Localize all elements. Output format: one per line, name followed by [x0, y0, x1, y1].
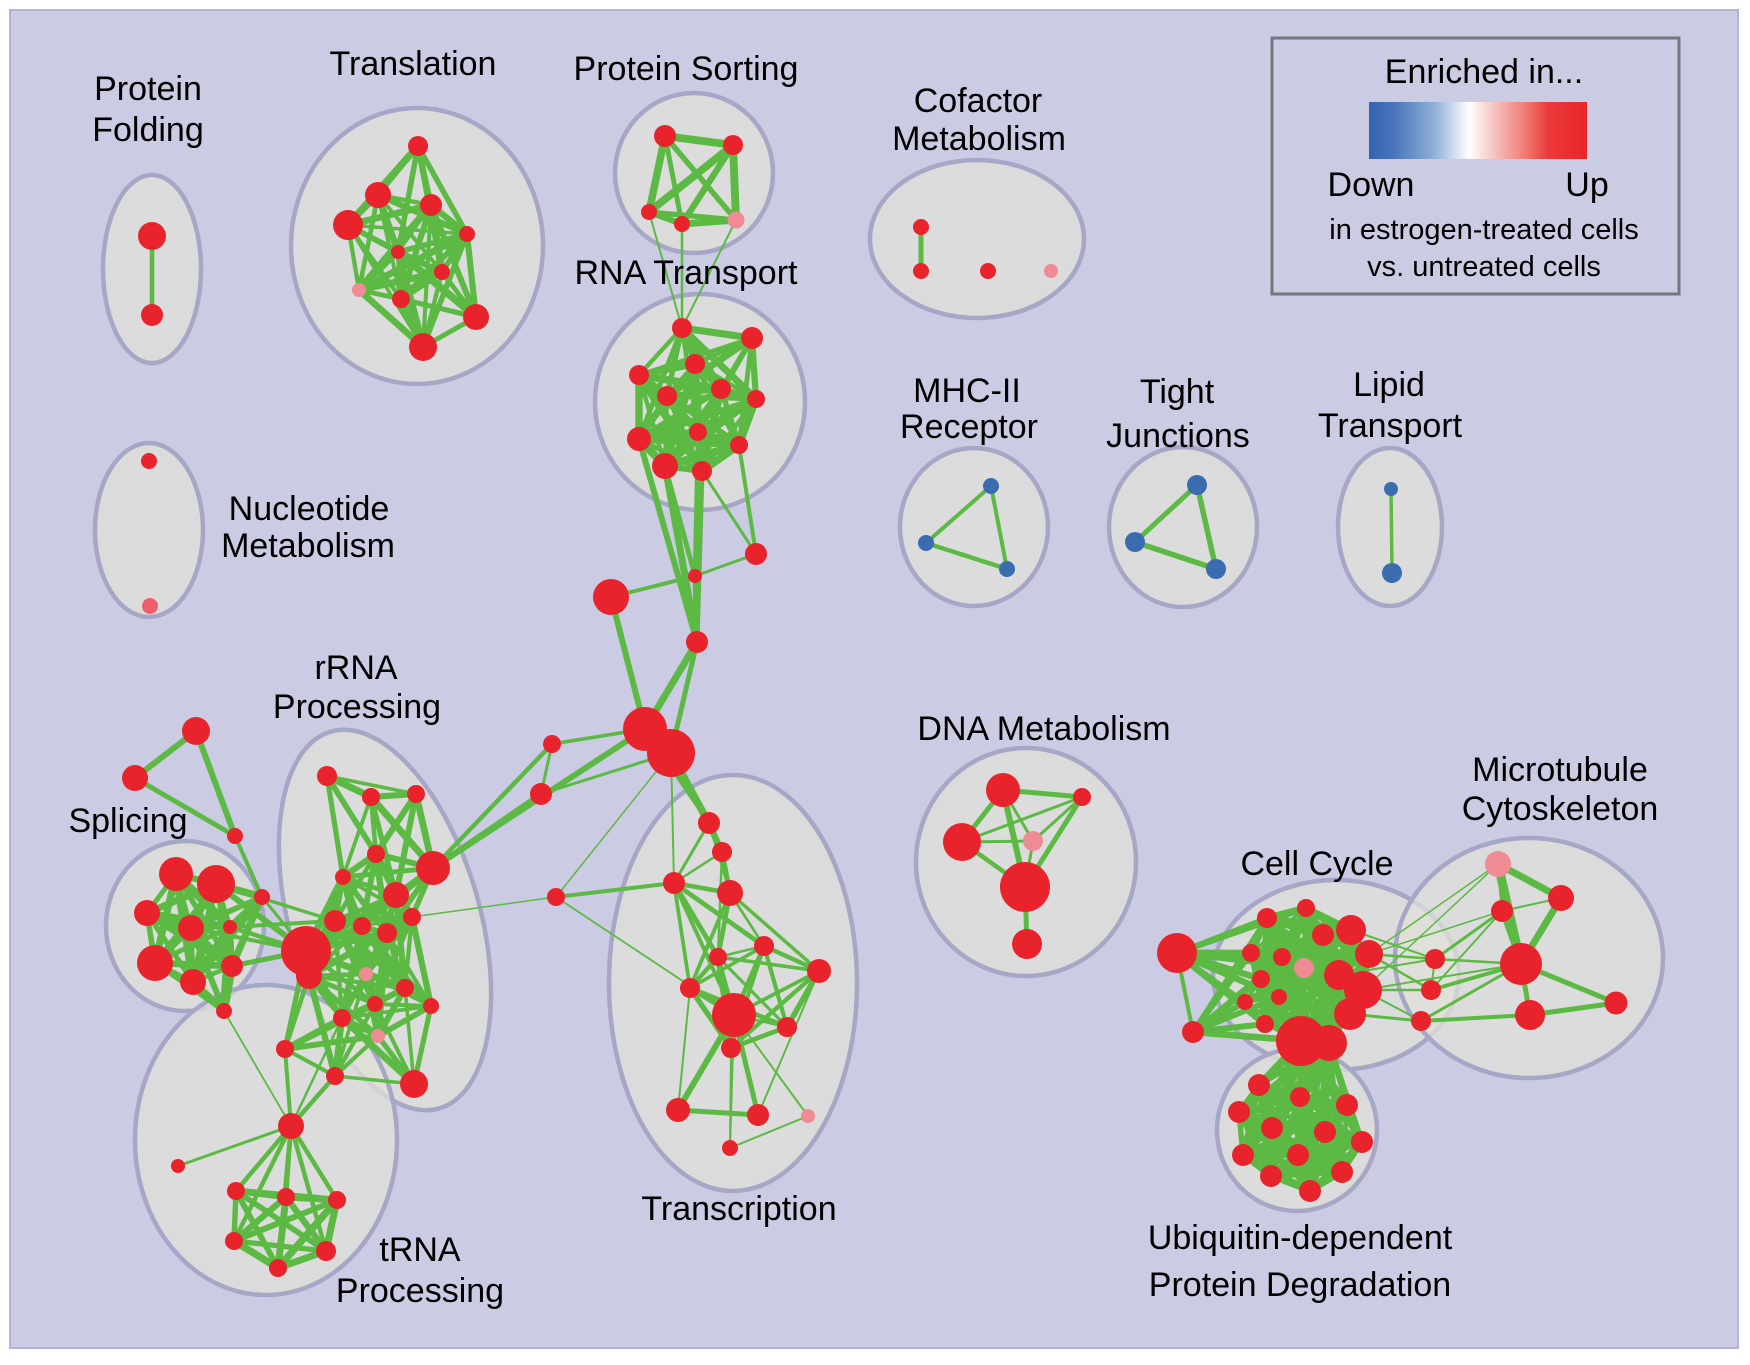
svg-text:Folding: Folding: [92, 111, 204, 149]
svg-text:rRNA: rRNA: [314, 649, 397, 687]
svg-text:Translation: Translation: [330, 45, 497, 83]
svg-text:Protein Sorting: Protein Sorting: [574, 50, 799, 88]
svg-text:Metabolism: Metabolism: [892, 120, 1066, 158]
svg-text:RNA Transport: RNA Transport: [575, 254, 799, 292]
svg-text:Metabolism: Metabolism: [221, 527, 395, 565]
svg-text:Transport: Transport: [1318, 407, 1463, 445]
svg-text:Down: Down: [1328, 166, 1415, 204]
svg-text:Tight: Tight: [1140, 373, 1215, 411]
svg-text:Processing: Processing: [336, 1272, 504, 1310]
svg-text:Transcription: Transcription: [641, 1190, 836, 1228]
svg-text:Lipid: Lipid: [1353, 366, 1425, 404]
svg-text:Up: Up: [1565, 166, 1608, 204]
svg-text:in estrogen-treated cells: in estrogen-treated cells: [1329, 214, 1639, 246]
svg-text:Protein: Protein: [94, 70, 202, 108]
svg-text:Cofactor: Cofactor: [914, 82, 1043, 120]
svg-text:Receptor: Receptor: [900, 408, 1038, 446]
svg-text:Junctions: Junctions: [1106, 417, 1250, 455]
svg-text:tRNA: tRNA: [379, 1231, 461, 1269]
svg-text:Cytoskeleton: Cytoskeleton: [1462, 790, 1659, 828]
svg-text:Processing: Processing: [273, 688, 441, 726]
svg-text:DNA Metabolism: DNA Metabolism: [917, 710, 1170, 748]
svg-text:vs. untreated cells: vs. untreated cells: [1367, 251, 1601, 283]
svg-text:MHC-II: MHC-II: [913, 372, 1021, 410]
svg-text:Enriched in...: Enriched in...: [1385, 53, 1583, 91]
svg-text:Cell Cycle: Cell Cycle: [1240, 845, 1393, 883]
svg-text:Protein Degradation: Protein Degradation: [1149, 1266, 1451, 1304]
svg-text:Microtubule: Microtubule: [1472, 751, 1648, 789]
svg-text:Splicing: Splicing: [68, 802, 187, 840]
svg-text:Ubiquitin-dependent: Ubiquitin-dependent: [1148, 1219, 1453, 1257]
svg-text:Nucleotide: Nucleotide: [229, 490, 390, 528]
